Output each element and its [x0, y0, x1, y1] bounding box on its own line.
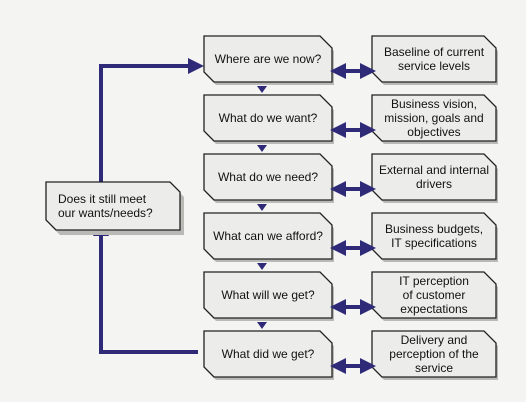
- loop-arrow-up: [99, 58, 204, 186]
- question-box: [203, 35, 333, 83]
- answer-box: [371, 94, 497, 142]
- question-box: [203, 271, 333, 319]
- answer-box: [371, 212, 497, 260]
- steps-layer: [203, 35, 498, 380]
- answer-box: [371, 35, 497, 83]
- answer-box: [371, 153, 497, 201]
- arrow-down-icon: [257, 204, 267, 211]
- question-box: [203, 94, 333, 142]
- arrow-down-icon: [257, 263, 267, 270]
- loop-box: [45, 181, 184, 235]
- answer-box: [371, 271, 497, 319]
- arrow-down-icon: [257, 86, 267, 93]
- question-box: [203, 153, 333, 201]
- answer-box: [371, 330, 497, 378]
- question-box: [203, 330, 333, 378]
- arrow-down-icon: [257, 322, 267, 329]
- loop-arrow-return: [93, 220, 198, 354]
- arrow-down-icon: [257, 145, 267, 152]
- question-box: [203, 212, 333, 260]
